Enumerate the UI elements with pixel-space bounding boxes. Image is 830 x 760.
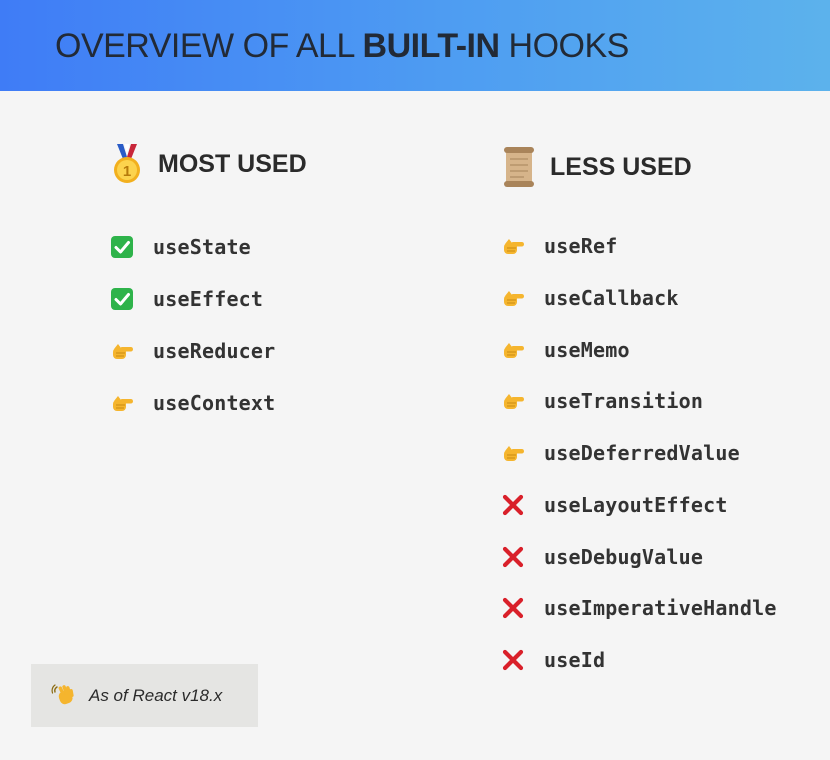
list-item: useReducer	[110, 336, 275, 366]
waving-hand-icon	[51, 683, 74, 704]
list-item: useMemo	[501, 335, 630, 365]
hook-name: useTransition	[544, 389, 704, 413]
less-used-heading-label: LESS USED	[550, 152, 692, 181]
title-emphasis: BUILT-IN	[362, 27, 501, 65]
pointing-hand-icon	[113, 396, 133, 411]
hook-name: useCallback	[544, 286, 679, 310]
pointing-hand-icon	[504, 446, 524, 461]
medal-icon: 1	[114, 144, 140, 183]
cross-icon	[502, 649, 524, 671]
header-banner: OVERVIEW OF ALL BUILT-IN HOOKS	[0, 0, 830, 91]
list-item: useLayoutEffect	[501, 490, 728, 520]
list-item: useEffect	[110, 284, 263, 314]
list-item: useRef	[501, 231, 617, 261]
hook-name: useMemo	[544, 338, 630, 362]
pointing-hand-icon	[113, 344, 133, 359]
hook-name: useRef	[544, 234, 618, 258]
list-item: useDebugValue	[501, 542, 703, 572]
version-note-text: As of React v18.x	[89, 685, 223, 705]
hook-name: useLayoutEffect	[544, 493, 728, 517]
most-used-heading-label: MOST USED	[158, 149, 307, 178]
cross-icon	[502, 597, 524, 619]
pointing-hand-icon	[504, 343, 524, 358]
check-icon	[111, 236, 133, 258]
pointing-hand-icon	[504, 239, 524, 254]
hook-name: useContext	[153, 391, 276, 415]
hook-name: useDebugValue	[544, 545, 704, 569]
hook-name: useState	[153, 235, 251, 259]
version-note: As of React v18.x	[31, 664, 258, 727]
svg-text:1: 1	[123, 163, 131, 180]
list-item: useDeferredValue	[501, 438, 740, 468]
list-item: useCallback	[501, 283, 679, 313]
list-item: useId	[501, 645, 605, 675]
hook-name: useImperativeHandle	[544, 596, 777, 620]
hook-name: useReducer	[153, 339, 276, 363]
title-suffix: HOOKS	[499, 27, 630, 65]
title-prefix: OVERVIEW OF ALL	[55, 27, 363, 65]
less-used-heading: LESS USED	[502, 146, 692, 188]
check-icon	[111, 288, 133, 310]
list-item: useTransition	[501, 386, 703, 416]
pointing-hand-icon	[504, 291, 524, 306]
list-item: useState	[110, 232, 251, 262]
list-item: useImperativeHandle	[501, 593, 777, 623]
pointing-hand-icon	[504, 394, 524, 409]
cross-icon	[502, 546, 524, 568]
page-title: OVERVIEW OF ALL BUILT-IN HOOKS	[55, 26, 629, 66]
hook-name: useEffect	[153, 287, 264, 311]
scroll-icon	[504, 147, 534, 187]
list-item: useContext	[110, 388, 275, 418]
cross-icon	[502, 494, 524, 516]
hook-name: useId	[544, 648, 606, 672]
most-used-heading: 1 MOST USED	[110, 143, 307, 185]
hook-name: useDeferredValue	[544, 441, 740, 465]
